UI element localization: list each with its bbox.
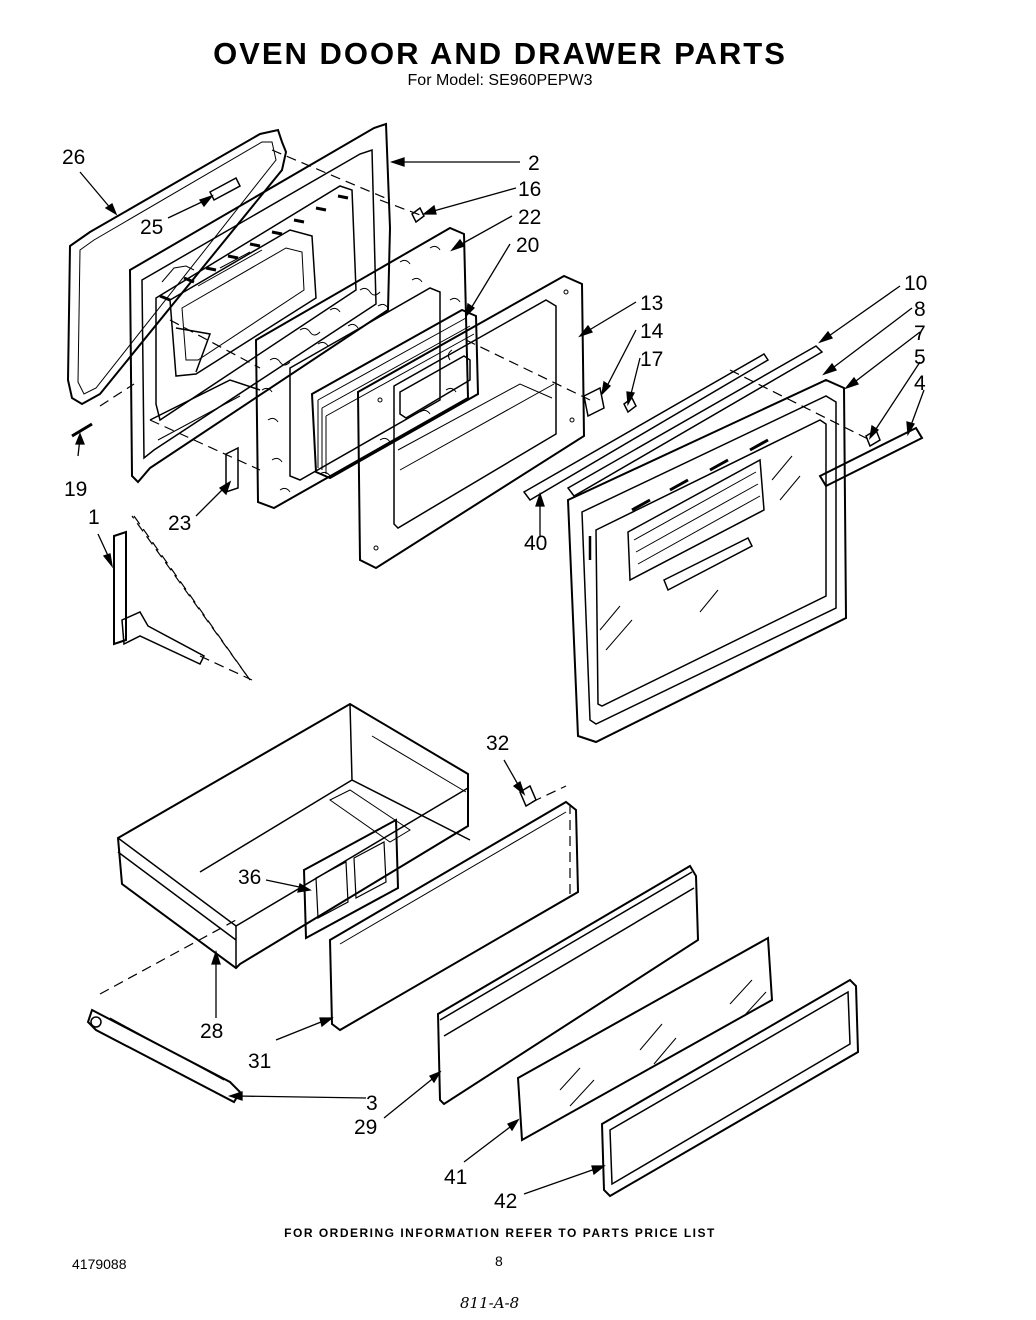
reference-lines-door bbox=[99, 149, 871, 681]
callout-23: 23 bbox=[168, 512, 191, 535]
callout-labels: 2 16 22 20 13 14 17 10 8 7 5 4 26 25 19 … bbox=[62, 146, 927, 1213]
callout-41: 41 bbox=[444, 1166, 467, 1189]
screw-19 bbox=[71, 422, 93, 438]
callout-20: 20 bbox=[516, 234, 539, 257]
callout-42: 42 bbox=[494, 1190, 517, 1213]
callout-3: 3 bbox=[366, 1092, 378, 1115]
screw-16 bbox=[411, 206, 425, 224]
page-title: OVEN DOOR AND DRAWER PARTS bbox=[213, 36, 787, 71]
callout-4: 4 bbox=[914, 372, 926, 395]
callout-5: 5 bbox=[914, 346, 926, 369]
ordering-note: FOR ORDERING INFORMATION REFER TO PARTS … bbox=[284, 1226, 716, 1240]
callout-29: 29 bbox=[354, 1116, 377, 1139]
hinge-support-23 bbox=[225, 446, 239, 494]
clip-25 bbox=[209, 176, 241, 202]
callout-28: 28 bbox=[200, 1020, 223, 1043]
callout-7: 7 bbox=[914, 322, 926, 345]
door-liner-2 bbox=[128, 122, 392, 484]
callout-2: 2 bbox=[528, 152, 540, 175]
callout-26: 26 bbox=[62, 146, 85, 169]
outer-door-7 bbox=[566, 378, 848, 744]
callout-13: 13 bbox=[640, 292, 663, 315]
callout-14: 14 bbox=[640, 320, 664, 343]
drawer-trim-42 bbox=[600, 978, 860, 1198]
drawer-bracket-36 bbox=[302, 818, 400, 940]
leader-lines bbox=[75, 157, 925, 1195]
callout-17: 17 bbox=[640, 348, 663, 371]
document-number: 4179088 bbox=[72, 1256, 127, 1272]
callout-25: 25 bbox=[140, 216, 163, 239]
page-number: 8 bbox=[495, 1253, 503, 1269]
door-gasket-26 bbox=[66, 128, 288, 406]
reference-lines-drawer bbox=[99, 785, 571, 995]
drawer-28 bbox=[116, 702, 471, 970]
bracket-14 bbox=[583, 386, 605, 418]
vent-strip-10 bbox=[566, 345, 824, 497]
door-panel-13 bbox=[356, 274, 586, 570]
callout-8: 8 bbox=[914, 298, 926, 321]
insulation-22 bbox=[254, 226, 470, 510]
callout-1: 1 bbox=[88, 506, 100, 529]
glass-pack-20 bbox=[310, 308, 480, 480]
handwritten-note: 811-A-8 bbox=[460, 1294, 520, 1312]
callout-22: 22 bbox=[518, 206, 541, 229]
callout-32: 32 bbox=[486, 732, 509, 755]
callout-40: 40 bbox=[524, 532, 547, 555]
rail-40 bbox=[522, 352, 770, 501]
drawer-front-29 bbox=[436, 864, 700, 1106]
model-subtitle: For Model: SE960PEPW3 bbox=[407, 72, 593, 89]
callout-10: 10 bbox=[904, 272, 927, 295]
callout-16: 16 bbox=[518, 178, 541, 201]
drawer-panel-31 bbox=[328, 800, 580, 1032]
drawer-glass-41 bbox=[516, 936, 774, 1142]
callout-19: 19 bbox=[64, 478, 87, 501]
callout-31: 31 bbox=[248, 1050, 271, 1073]
drawer-slide-3 bbox=[86, 1008, 242, 1104]
door-handle-4 bbox=[818, 426, 924, 488]
callout-36: 36 bbox=[238, 866, 261, 889]
hinge-1 bbox=[113, 530, 205, 665]
